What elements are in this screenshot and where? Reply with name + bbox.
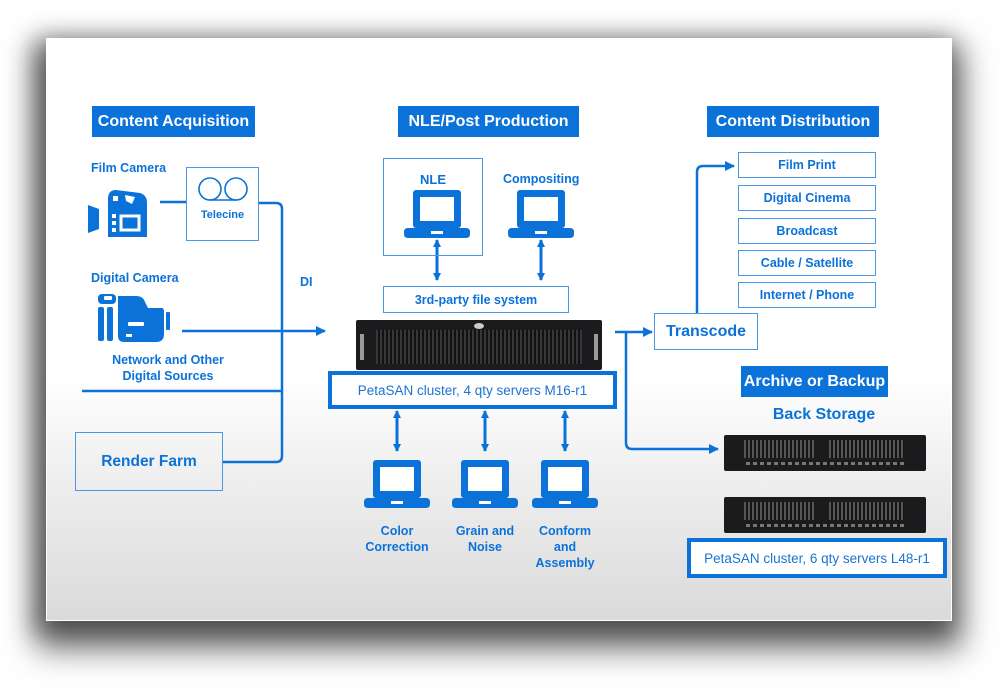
header-content-acquisition: Content Acquisition [92,106,255,137]
cluster-m16-label: PetaSAN cluster, 4 qty servers M16-r1 [357,382,588,398]
transcode-box: Transcode [654,313,758,350]
output-box-broadcast: Broadcast [738,218,876,244]
ws3-line3: Assembly [535,556,595,570]
render-farm-box: Render Farm [75,432,223,491]
ws2-line2: Noise [467,540,503,554]
file-system-box: 3rd-party file system [383,286,569,313]
arrow-to-archive [624,332,719,454]
workstation-label-grain-noise: Grain and Noise [445,523,525,555]
output-label-broadcast: Broadcast [776,224,838,238]
laptop-icon-conform-assembly [532,460,598,508]
film-camera-label: Film Camera [91,161,167,175]
ws3-line2: and [553,540,577,554]
laptop-icon-nle [404,190,470,238]
ws3-line1: Conform [538,524,592,538]
digital-camera-icon [98,294,170,342]
network-sources-line1: Network and Other [112,353,224,367]
server-l48-image-1 [724,435,926,471]
nle-label: NLE [420,172,446,187]
output-box-cable-satellite: Cable / Satellite [738,250,876,276]
file-system-label: 3rd-party file system [414,292,538,307]
output-label-digital-cinema: Digital Cinema [763,191,851,205]
output-label-cable-satellite: Cable / Satellite [760,256,854,270]
compositing-label: Compositing [503,172,580,186]
laptop-icon-color-correction [364,460,430,508]
transcode-label: Transcode [665,322,747,340]
ws1-line1: Color [380,524,414,538]
di-label: DI [300,275,313,289]
arrow-transcode-distribution [695,161,735,313]
telecine-box: Telecine [186,167,259,241]
workstation-label-color-correction: Color Correction [357,523,437,555]
nle-box: NLE [383,158,483,256]
output-box-internet-phone: Internet / Phone [738,282,876,308]
network-sources-line2: Digital Sources [122,369,214,383]
laptop-icon-compositing [508,190,574,238]
output-label-internet-phone: Internet / Phone [759,288,855,302]
server-l48-image-2 [724,497,926,533]
telecine-label: Telecine [200,209,245,221]
laptop-icon-grain-noise [452,460,518,508]
cluster-l48-box: PetaSAN cluster, 6 qty servers L48-r1 [687,538,947,578]
cluster-l48-label: PetaSAN cluster, 6 qty servers L48-r1 [704,550,930,566]
cluster-m16-box: PetaSAN cluster, 4 qty servers M16-r1 [328,371,617,409]
output-label-film-print: Film Print [778,158,836,172]
line-telecine-bus [222,201,284,464]
tape-reel-icon [197,177,248,201]
ws1-line2: Correction [365,540,429,554]
header-content-distribution: Content Distribution [707,106,879,137]
ws2-line1: Grain and [455,524,515,538]
back-storage-label: Back Storage [772,406,876,423]
network-sources-label: Network and Other Digital Sources [108,352,228,384]
header-archive-backup: Archive or Backup [741,366,888,397]
film-camera-icon [88,190,147,237]
render-farm-label: Render Farm [101,452,197,470]
header-nle-post-production: NLE/Post Production [398,106,579,137]
digital-camera-label: Digital Camera [91,271,179,285]
output-box-digital-cinema: Digital Cinema [738,185,876,211]
server-m16-image [356,320,602,370]
workstation-label-conform-assembly: Conform and Assembly [525,523,605,571]
output-box-film-print: Film Print [738,152,876,178]
